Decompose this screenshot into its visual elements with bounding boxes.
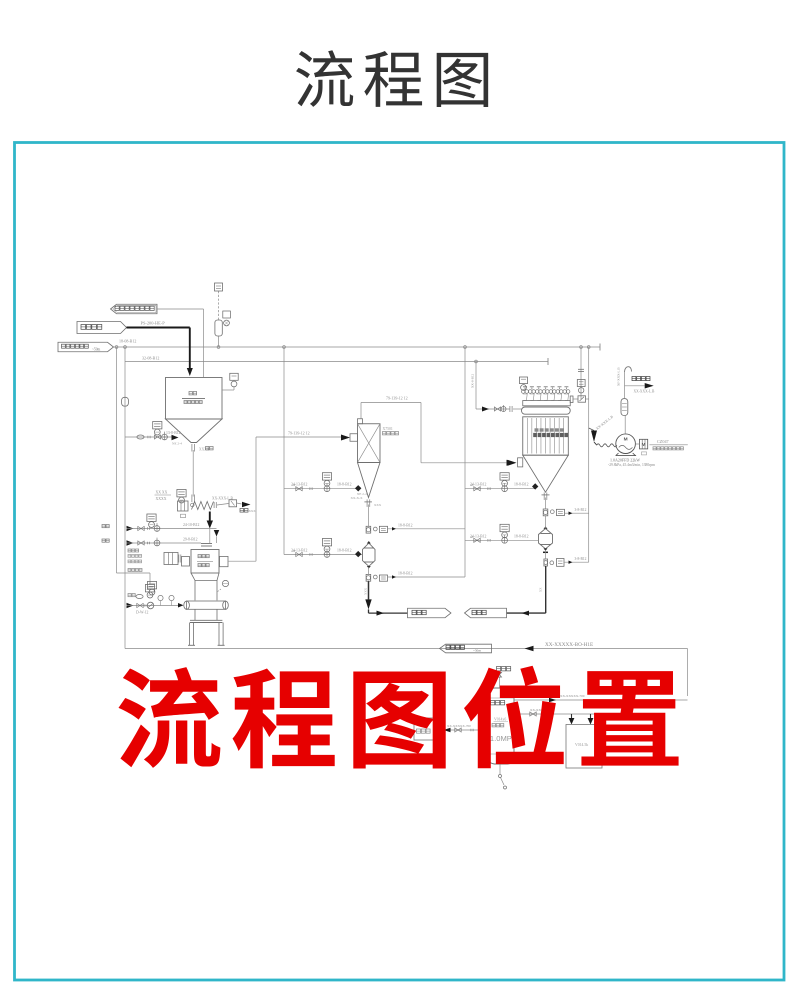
svg-text:V014.5k: V014.5k [575,743,588,747]
svg-text:M: M [293,484,296,487]
svg-text:24-13-B12: 24-13-B12 [291,549,308,553]
svg-text:24-13-B12: 24-13-B12 [470,534,487,538]
svg-text:XX-XXXXX-700: XX-XXXXX-700 [560,694,585,698]
svg-text:M: M [624,437,628,443]
svg-text:~50m: ~50m [473,649,481,653]
svg-text:XXX: XXX [249,509,257,513]
svg-text:XX: XX [539,587,543,592]
svg-text:XX XX: XX XX [156,491,168,495]
svg-text:V014x6: V014x6 [494,718,506,722]
svg-text:XX-XXXXX-BO-H1E: XX-XXXXX-BO-H1E [545,642,593,648]
svg-text:XX-XXX-L.B: XX-XXX-L.B [212,497,233,501]
svg-text:18-8-B12: 18-8-B12 [337,483,352,487]
svg-text:NE 2-4: NE 2-4 [357,492,367,496]
svg-text:18-8-B12: 18-8-B12 [398,524,413,528]
svg-text:M: M [642,442,646,447]
svg-text:24-13-B12: 24-13-B12 [291,483,308,487]
svg-text:~50m: ~50m [92,348,101,352]
svg-text:M: M [471,484,474,487]
svg-text:24-10-B12: 24-10-B12 [183,523,200,527]
svg-text:18-08-B12: 18-08-B12 [119,339,136,344]
svg-text:PS-200-HE-P: PS-200-HE-P [141,321,166,326]
svg-text:D-W-12: D-W-12 [136,611,149,615]
svg-text:3-8-B12: 3-8-B12 [575,508,587,512]
svg-text:-29.8kPa, 45.4m3/min, 1380rpm: -29.8kPa, 45.4m3/min, 1380rpm [608,463,655,468]
svg-text:XXX: XXX [374,503,382,507]
svg-text:M: M [471,536,474,539]
svg-text:XX-XXXXX-700: XX-XXXXX-700 [447,724,471,728]
svg-text:18-8-B12: 18-8-B12 [514,483,529,487]
svg-text:1.0MPa: 1.0MPa [490,734,517,743]
svg-text:NE 2-4: NE 2-4 [172,442,182,446]
svg-text:79-139-12 12: 79-139-12 12 [386,396,408,401]
svg-text:XX-8-B12: XX-8-B12 [471,374,475,388]
svg-text:XX-X-X: XX-X-X [351,496,364,500]
svg-text:3-8-B12: 3-8-B12 [575,557,587,561]
svg-text:XF-XXX-L.B: XF-XXX-L.B [617,367,621,386]
svg-text:XXX: XXX [364,588,368,596]
svg-text:1.0A20FFD 22kW: 1.0A20FFD 22kW [610,458,640,463]
svg-text:79-139-12 12: 79-139-12 12 [288,431,310,436]
svg-text:XXXX: XXXX [156,497,167,501]
svg-text:18-8-B12: 18-8-B12 [337,549,352,553]
svg-text:13-8-B12: 13-8-B12 [166,431,181,435]
svg-text:XXXX: XXXX [199,448,210,452]
svg-text:CZ047: CZ047 [657,439,669,444]
svg-text:XX-XXX-L.B: XX-XXX-L.B [634,390,655,394]
svg-text:M: M [293,550,296,553]
svg-text:18-8-B12: 18-8-B12 [398,572,413,576]
svg-text:29-8-B12: 29-8-B12 [183,538,198,542]
svg-text:18-8-B12: 18-8-B12 [514,534,529,538]
svg-text:X7501: X7501 [383,427,393,431]
svg-text:32-08-B12: 32-08-B12 [142,356,159,361]
svg-text:24-13-B12: 24-13-B12 [470,483,487,487]
